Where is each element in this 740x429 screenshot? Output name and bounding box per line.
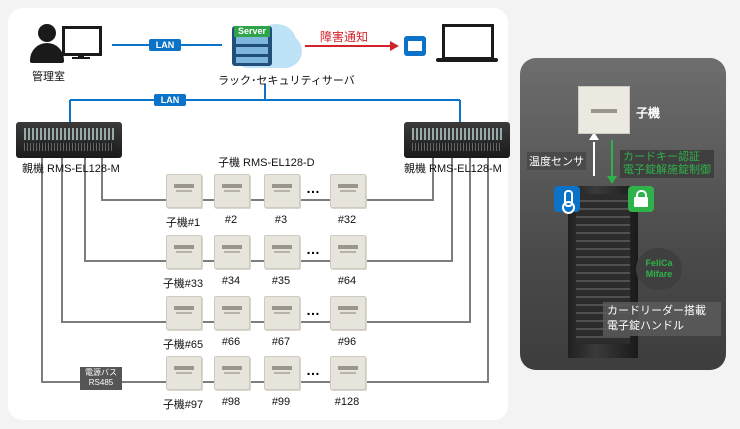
ellipsis: … (306, 302, 321, 318)
server-caption: ラック･セキュリティサーバ (218, 75, 355, 87)
child-label: #66 (221, 336, 241, 348)
child-label: #98 (221, 396, 241, 408)
child-device (166, 174, 202, 208)
child-label: 子機#65 (162, 339, 204, 351)
parent-device-right (404, 122, 510, 158)
child-label: #34 (221, 275, 241, 287)
child-label: #67 (271, 336, 291, 348)
child-device (264, 174, 300, 208)
child-label: #2 (224, 214, 238, 226)
power-bus-badge: 電源バス RS485 (80, 367, 122, 390)
child-label: #32 (337, 214, 357, 226)
child-device (166, 296, 202, 330)
child-device (264, 235, 300, 269)
child-label: #96 (337, 336, 357, 348)
felica-line1: FeliCa (645, 258, 673, 268)
lan-label-top: LAN (149, 39, 181, 51)
felica-line2: Mifare (645, 269, 673, 279)
child-device (166, 235, 202, 269)
power-bus-line2: RS485 (88, 378, 114, 387)
child-label: #64 (337, 275, 357, 287)
child-device (264, 296, 300, 330)
child-label: #99 (271, 396, 291, 408)
child-device (330, 356, 366, 390)
ellipsis: … (306, 180, 321, 196)
child-label: #128 (334, 396, 360, 408)
admin-label: 管理室 (32, 71, 65, 83)
child-device (214, 356, 250, 390)
thermometer-icon (554, 186, 580, 214)
child-device (330, 296, 366, 330)
child-device (214, 174, 250, 208)
power-bus-line1: 電源バス (85, 368, 117, 377)
child-label: 子機#33 (162, 278, 204, 290)
ellipsis: … (306, 241, 321, 257)
parent-label-left: 親機 RMS-EL128-M (22, 163, 120, 175)
felica-badge: FeliCa Mifare (636, 248, 682, 290)
parent-device-left (16, 122, 122, 158)
child-label: 子機#97 (162, 399, 204, 411)
server-cloud-icon (222, 24, 306, 70)
child-device (330, 174, 366, 208)
child-device (166, 356, 202, 390)
handle-label-box: カードリーダー搭載 電子錠ハンドル (603, 302, 721, 336)
auth-label-line1: カードキー認証 (623, 151, 700, 163)
network-diagram-panel (8, 8, 508, 420)
child-label: #35 (271, 275, 291, 287)
child-device (264, 356, 300, 390)
sensor-label: 温度センサ (527, 152, 586, 170)
lock-icon (628, 186, 654, 212)
child-header: 子機 RMS-EL128-D (218, 157, 315, 169)
child-label: 子機#1 (165, 217, 201, 229)
mail-icon (404, 36, 426, 56)
auth-label-box: カードキー認証 電子錠解施錠制御 (620, 150, 714, 178)
lan-label-bus: LAN (154, 94, 186, 106)
laptop-icon (436, 24, 500, 64)
handle-label-line2: 電子錠ハンドル (607, 320, 684, 332)
child-device (214, 296, 250, 330)
handle-label-line1: カードリーダー搭載 (607, 305, 706, 317)
child-label: #3 (274, 214, 288, 226)
monitor-icon (62, 26, 102, 59)
parent-label-right: 親機 RMS-EL128-M (404, 163, 502, 175)
right-child-label: 子機 (636, 106, 661, 120)
child-device (214, 235, 250, 269)
child-device (330, 235, 366, 269)
alert-label: 障害通知 (320, 30, 369, 44)
server-badge: Server (234, 26, 271, 37)
right-child-device (578, 86, 630, 134)
ellipsis: … (306, 362, 321, 378)
auth-label-line2: 電子錠解施錠制御 (623, 164, 711, 176)
admin-person-icon (28, 24, 72, 64)
